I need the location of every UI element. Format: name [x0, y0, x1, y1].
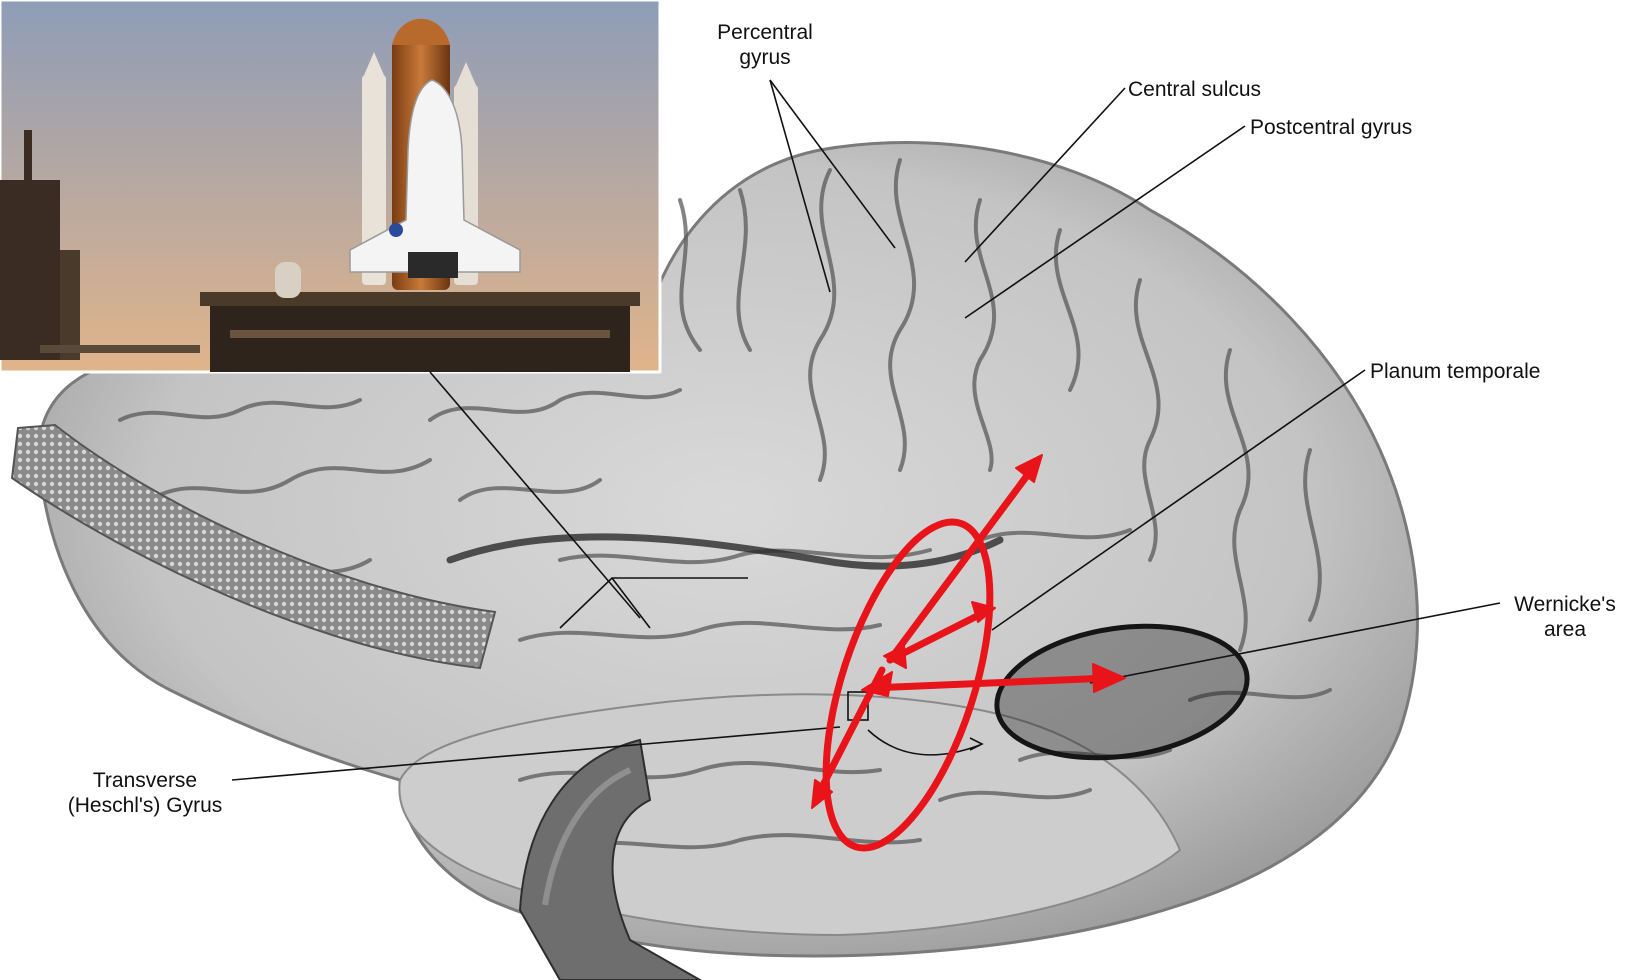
label-precentral-line1: Percentral	[690, 20, 840, 45]
label-heschl-line1: Transverse	[55, 768, 235, 793]
label-central-sulcus: Central sulcus	[1128, 77, 1261, 102]
shuttle-inset-photo	[0, 0, 660, 372]
label-precentral-line2: gyrus	[690, 45, 840, 70]
label-planum-temporale: Planum temporale	[1370, 359, 1540, 384]
label-heschl-line2: (Heschl's) Gyrus	[55, 793, 235, 818]
label-wernicke-line1: Wernicke's	[1495, 592, 1635, 617]
label-transverse-gyrus: Transverse (Heschl's) Gyrus	[55, 768, 235, 818]
label-precentral-gyrus: Percentral gyrus	[690, 20, 840, 70]
label-wernicke-line2: area	[1495, 617, 1635, 642]
label-wernickes-area: Wernicke's area	[1495, 592, 1635, 642]
label-postcentral-gyrus: Postcentral gyrus	[1250, 115, 1412, 140]
